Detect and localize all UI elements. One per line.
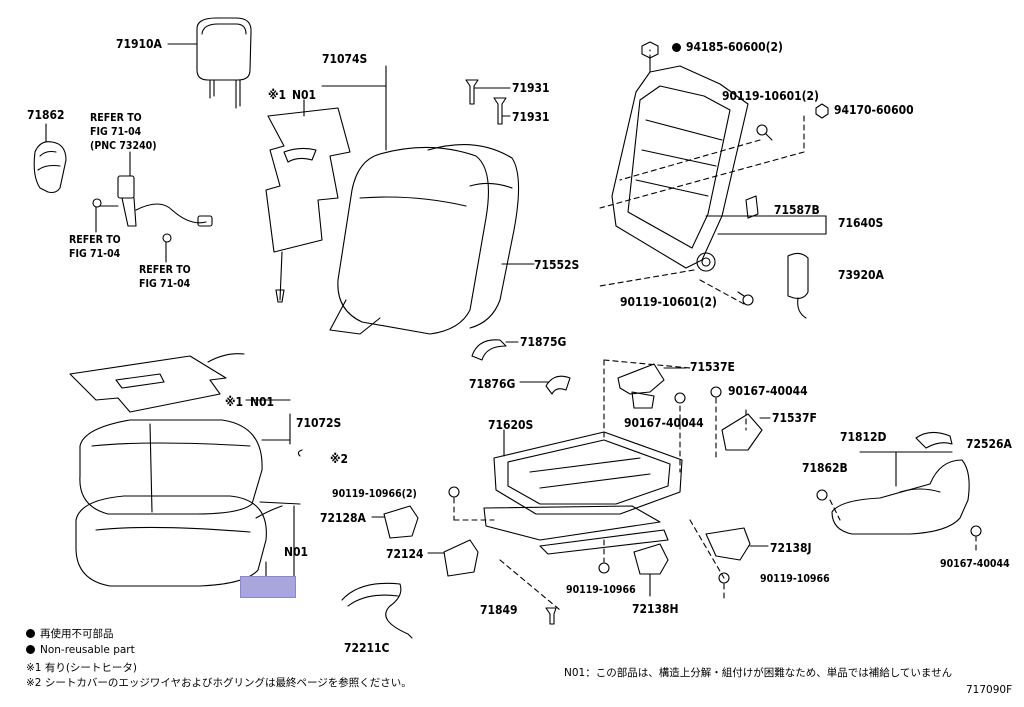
seat-belt-buckle-drawing xyxy=(92,151,213,263)
bolts-drawing xyxy=(448,41,982,625)
part-label-71620S[interactable]: 71620S xyxy=(488,418,534,432)
part-label-94170-60600[interactable]: 94170-60600 xyxy=(834,103,914,117)
part-label-71812D[interactable]: 71812D xyxy=(840,430,887,444)
headrest-support-drawing xyxy=(33,123,67,194)
mark-2: ※2 xyxy=(330,452,349,466)
part-label-71640S[interactable]: 71640S xyxy=(838,216,884,230)
part-label-72138H[interactable]: 72138H xyxy=(632,602,679,616)
refer-note-2-line2: FIG 71-04 xyxy=(69,248,121,260)
figure-code: 717090F xyxy=(966,684,1013,696)
part-label-90167-40044-b[interactable]: 90167-40044 xyxy=(624,416,704,430)
part-label-n01-mid[interactable]: N01 xyxy=(250,395,275,409)
part-label-71862[interactable]: 71862 xyxy=(27,108,65,122)
part-label-n01-top[interactable]: N01 xyxy=(292,88,317,102)
part-label-71910A[interactable]: 71910A xyxy=(116,37,162,51)
edge-wire-drawing xyxy=(297,449,413,639)
part-label-90119-10966-b[interactable]: 90119-10966 xyxy=(760,573,830,585)
part-label-94185-nonreusable[interactable]: 94185-60600(2) xyxy=(672,40,783,54)
refer-note-1-line3: (PNC 73240) xyxy=(90,140,157,152)
part-label-71849[interactable]: 71849 xyxy=(480,603,518,617)
seat-frame-drawing xyxy=(483,429,683,555)
part-label-90167-40044-c[interactable]: 90167-40044 xyxy=(940,558,1010,570)
headrest-drawing xyxy=(167,17,252,109)
part-label-90119-10966-2[interactable]: 90119-10966(2) xyxy=(332,488,417,500)
part-label-71072S[interactable]: 71072S xyxy=(296,416,342,430)
part-label-71537F[interactable]: 71537F xyxy=(772,411,817,425)
part-label-71862B[interactable]: 71862B xyxy=(802,461,848,475)
part-label-90119-10601-top[interactable]: 90119-10601(2) xyxy=(722,89,819,103)
refer-note-3-line2: FIG 71-04 xyxy=(139,278,191,290)
mark-1-top: ※1 xyxy=(268,88,287,102)
part-label-90119-10601-bottom[interactable]: 90119-10601(2) xyxy=(620,295,717,309)
part-label-72211C[interactable]: 72211C xyxy=(344,641,390,655)
part-label-71875G[interactable]: 71875G xyxy=(520,335,567,349)
seatback-drawing xyxy=(321,65,535,335)
note-n01: N01：この部品は、構造上分解・組付けが困難なため、単品では補給していません xyxy=(564,667,953,679)
seat-frame-dashed-lines xyxy=(453,359,977,611)
refer-note-1-line1: REFER TO xyxy=(90,112,142,124)
refer-note-3-line1: REFER TO xyxy=(139,264,191,276)
refer-note-2-line1: REFER TO xyxy=(69,234,121,246)
part-label-90119-10966-a[interactable]: 90119-10966 xyxy=(566,584,636,596)
bullet-icon xyxy=(26,645,35,654)
recliner-cover-drawing xyxy=(745,195,809,319)
part-label-71552S[interactable]: 71552S xyxy=(534,258,580,272)
side-shield-drawing xyxy=(831,431,970,535)
highlight-box xyxy=(240,576,296,598)
seat-cushion-cover-drawing xyxy=(79,413,291,515)
seatback-frame-drawing xyxy=(611,55,827,272)
hinge-covers-drawing xyxy=(617,363,771,451)
refer-note-1-line2: FIG 71-04 xyxy=(90,126,142,138)
part-label-72124[interactable]: 72124 xyxy=(386,547,424,561)
bullet-icon xyxy=(26,629,35,638)
seatback-heater-drawing xyxy=(265,99,351,303)
part-label-71931-a[interactable]: 71931 xyxy=(512,81,550,95)
clips-drawing xyxy=(471,339,571,395)
note-2: ※2 シートカバーのエッジワイヤおよびホグリングは最終ページを参照ください。 xyxy=(26,677,412,689)
part-label-72138J[interactable]: 72138J xyxy=(770,541,812,555)
part-label-71931-b[interactable]: 71931 xyxy=(512,110,550,124)
bottom-covers-drawing xyxy=(371,505,769,597)
part-label-72128A[interactable]: 72128A xyxy=(320,511,366,525)
part-label-73920A[interactable]: 73920A xyxy=(838,268,884,282)
note-1: ※1 有り(シートヒータ) xyxy=(26,662,138,674)
mark-1-mid: ※1 xyxy=(225,395,244,409)
part-label-71876G[interactable]: 71876G xyxy=(469,377,516,391)
legend-nonreusable-en: Non-reusable part xyxy=(26,644,135,657)
part-label-n01-bottom[interactable]: N01 xyxy=(284,545,309,559)
part-label-71587B[interactable]: 71587B xyxy=(774,203,820,217)
part-label-71074S[interactable]: 71074S xyxy=(322,52,368,66)
cushion-heater-drawing xyxy=(69,353,291,413)
legend-nonreusable-jp: 再使用不可部品 xyxy=(26,628,114,641)
part-label-72526A[interactable]: 72526A xyxy=(966,437,1012,451)
seat-cushion-pad-drawing xyxy=(75,495,301,587)
part-label-90167-40044-a[interactable]: 90167-40044 xyxy=(728,384,808,398)
part-label-71537E[interactable]: 71537E xyxy=(690,360,735,374)
nonreusable-bullet-icon xyxy=(672,43,681,52)
clip-pins-drawing xyxy=(465,79,511,125)
